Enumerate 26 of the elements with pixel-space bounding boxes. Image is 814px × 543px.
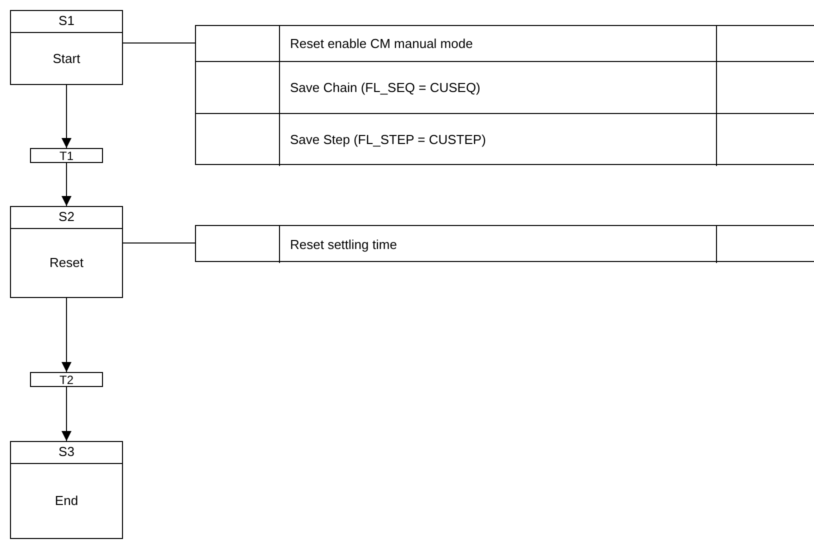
action-row xyxy=(196,62,814,114)
action-table xyxy=(195,25,814,165)
action-row xyxy=(196,26,814,62)
step-number: S2 xyxy=(11,207,122,229)
transition-bar xyxy=(30,148,103,163)
action-text: Reset enable CM manual mode xyxy=(290,36,473,52)
transition-label: T2 xyxy=(59,372,74,386)
step-number: S3 xyxy=(11,442,122,464)
action-text: Save Step (FL_STEP = CUSTEP) xyxy=(290,132,486,148)
step-box xyxy=(10,206,123,298)
transition-bar xyxy=(30,372,103,387)
arrow xyxy=(62,386,72,442)
arrow xyxy=(62,162,72,206)
arrow xyxy=(62,298,72,372)
transition-label: T1 xyxy=(59,148,74,162)
connector-line xyxy=(122,242,196,244)
step-name: Start xyxy=(52,50,80,66)
step-name: End xyxy=(54,493,78,508)
connector-line xyxy=(122,42,196,44)
action-text: Save Chain (FL_SEQ = CUSEQ) xyxy=(290,80,480,96)
step-number: S1 xyxy=(11,11,122,33)
step-box xyxy=(10,10,123,85)
action-text: Reset settling time xyxy=(290,236,397,252)
step-box xyxy=(10,441,123,539)
step-name: Reset xyxy=(50,255,84,270)
arrow xyxy=(62,84,72,148)
